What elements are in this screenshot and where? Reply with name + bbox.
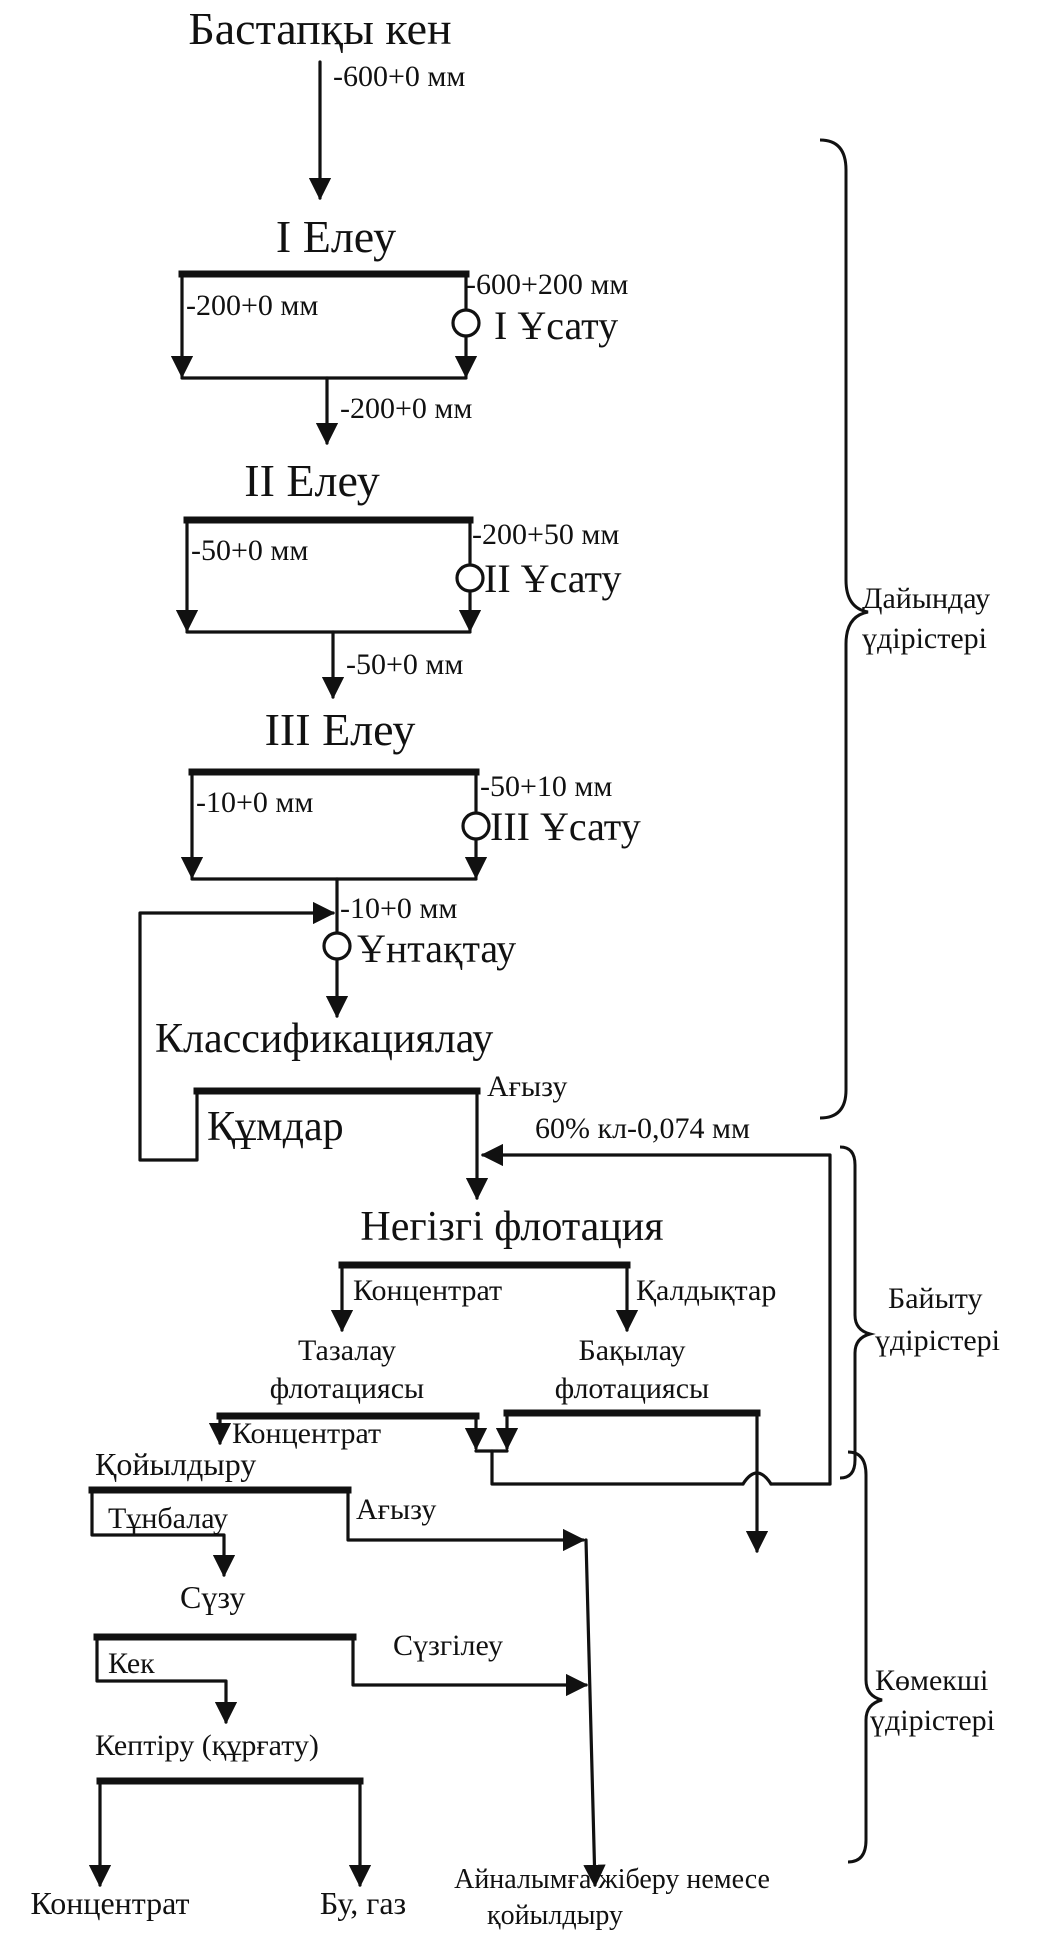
scavenger-title-line1: Бақылау xyxy=(578,1334,685,1367)
thickener-underflow-line xyxy=(90,1488,236,1578)
cleaner-title-line2: флотациясы xyxy=(270,1372,424,1405)
crusher1-symbol xyxy=(451,308,481,338)
filtrate-label: Сүзгілеу xyxy=(393,1629,503,1662)
screen1-title: I Елеу xyxy=(276,211,396,262)
screen3-undersize-label: -10+0 мм xyxy=(196,786,313,819)
recycle-label-line1: Айналымға жіберу немесе xyxy=(454,1864,770,1895)
settling-label: Тұнбалау xyxy=(108,1502,228,1535)
overflow-label: Ағызу xyxy=(487,1070,567,1103)
scavenger-title-line2: флотациясы xyxy=(555,1372,709,1405)
grinding-mill-symbol xyxy=(322,931,352,961)
enrichment-label-line2: үдірістері xyxy=(875,1324,1000,1357)
thickening-title: Қойылдыру xyxy=(95,1446,256,1482)
stage2-out-label: -50+0 мм xyxy=(346,648,463,681)
screen1-undersize-label: -200+0 мм xyxy=(186,289,318,322)
enrichment-label-line1: Байыту xyxy=(888,1282,982,1315)
scavenger-return-line xyxy=(480,1143,832,1486)
screen2-undersize-label: -50+0 мм xyxy=(191,534,308,567)
merged-return-line xyxy=(490,1449,745,1486)
cake-label: Кек xyxy=(108,1647,155,1680)
crusher2-symbol xyxy=(455,563,485,593)
screen2-oversize-label: -200+50 мм xyxy=(472,518,619,551)
final-concentrate-label: Концентрат xyxy=(30,1885,189,1921)
auxiliary-bracket xyxy=(847,1450,883,1864)
drying-title: Кептіру (құрғату) xyxy=(95,1729,319,1762)
cleaner-concentrate-label: Концентрат xyxy=(232,1417,381,1450)
auxiliary-label-line2: үдірістері xyxy=(870,1704,995,1737)
recycle-collector-line xyxy=(583,1538,606,1888)
preparation-label-line2: үдірістері xyxy=(862,622,987,655)
ore-title: Бастапқы кен xyxy=(188,3,451,54)
enrichment-bracket xyxy=(839,1145,876,1480)
filtering-title: Сүзу xyxy=(180,1579,245,1615)
classification-title: Классификациялау xyxy=(155,1016,493,1062)
crusher3-label: III Ұсату xyxy=(490,804,641,849)
thickener-overflow-line xyxy=(346,1488,586,1552)
stage3-out-label: -10+0 мм xyxy=(340,892,457,925)
grinding-label: Ұнтақтау xyxy=(357,926,516,971)
preparation-label-line1: Дайындау xyxy=(862,582,990,615)
screen3-title: III Елеу xyxy=(265,704,416,755)
filtrate-line xyxy=(351,1635,589,1697)
crusher2-label: II Ұсату xyxy=(484,556,621,601)
sands-recycle-line xyxy=(138,901,336,1162)
recycle-label-line2: қойылдыру xyxy=(487,1900,623,1931)
steam-gas-label: Бу, газ xyxy=(320,1885,406,1921)
auxiliary-label-line1: Көмекші xyxy=(875,1664,988,1697)
stage1-out-label: -200+0 мм xyxy=(340,392,472,425)
main-tailings-label: Қалдықтар xyxy=(636,1274,776,1307)
sands-label: Құмдар xyxy=(207,1104,344,1150)
screen2-title: II Елеу xyxy=(244,455,379,506)
screen3-oversize-label: -50+10 мм xyxy=(480,770,612,803)
main-flotation-title: Негізгі флотация xyxy=(360,1204,663,1250)
crusher3-symbol xyxy=(461,811,491,841)
preparation-bracket xyxy=(819,138,869,1120)
overflow-size-label: 60% кл-0,074 мм xyxy=(535,1112,750,1145)
ore-size-label: -600+0 мм xyxy=(333,60,465,93)
cleaner-title-line1: Тазалау xyxy=(298,1334,396,1367)
filter-cake-line xyxy=(95,1635,238,1725)
thickener-overflow-label: Ағызу xyxy=(356,1493,436,1526)
screen1-oversize-label: -600+200 мм xyxy=(466,268,628,301)
main-concentrate-label: Концентрат xyxy=(353,1274,502,1307)
crusher1-label: I Ұсату xyxy=(494,303,618,348)
